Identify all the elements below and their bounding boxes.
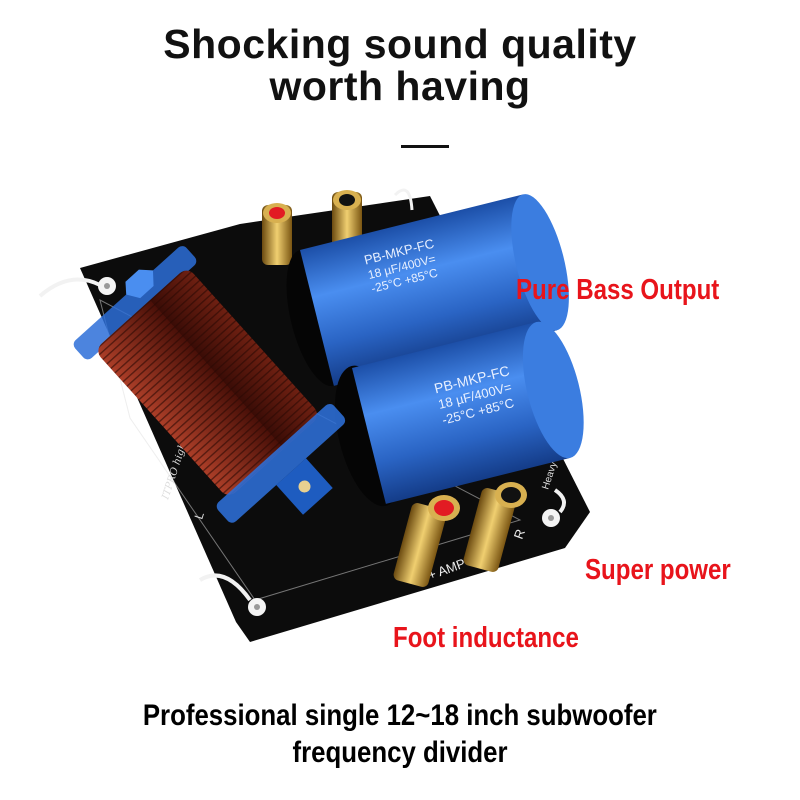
headline-line-1: Shocking sound quality: [163, 21, 637, 67]
caption-text-2: frequency divider: [292, 736, 508, 769]
caption-line-1: Professional single 12~18 inch subwoofer: [0, 699, 800, 733]
divider: [401, 145, 449, 148]
caption-line-2: frequency divider: [0, 736, 800, 770]
callout-pure-bass-output: Pure Bass Output: [516, 274, 720, 306]
caption-text-1: Professional single 12~18 inch subwoofer: [142, 699, 658, 732]
callout-foot-inductance: Foot inductance: [393, 622, 579, 654]
inductor-coil: [73, 246, 346, 523]
amp-in-terminals: [393, 482, 527, 587]
headline-line-2: worth having: [269, 63, 531, 109]
mounting-tabs: [38, 188, 566, 616]
callout-super-power: Super power: [585, 554, 731, 586]
board-label-l: L: [192, 510, 207, 521]
capacitor-bottom: PB-MKP-FC 18 µF/400V= -25°C +85°C: [335, 321, 584, 507]
